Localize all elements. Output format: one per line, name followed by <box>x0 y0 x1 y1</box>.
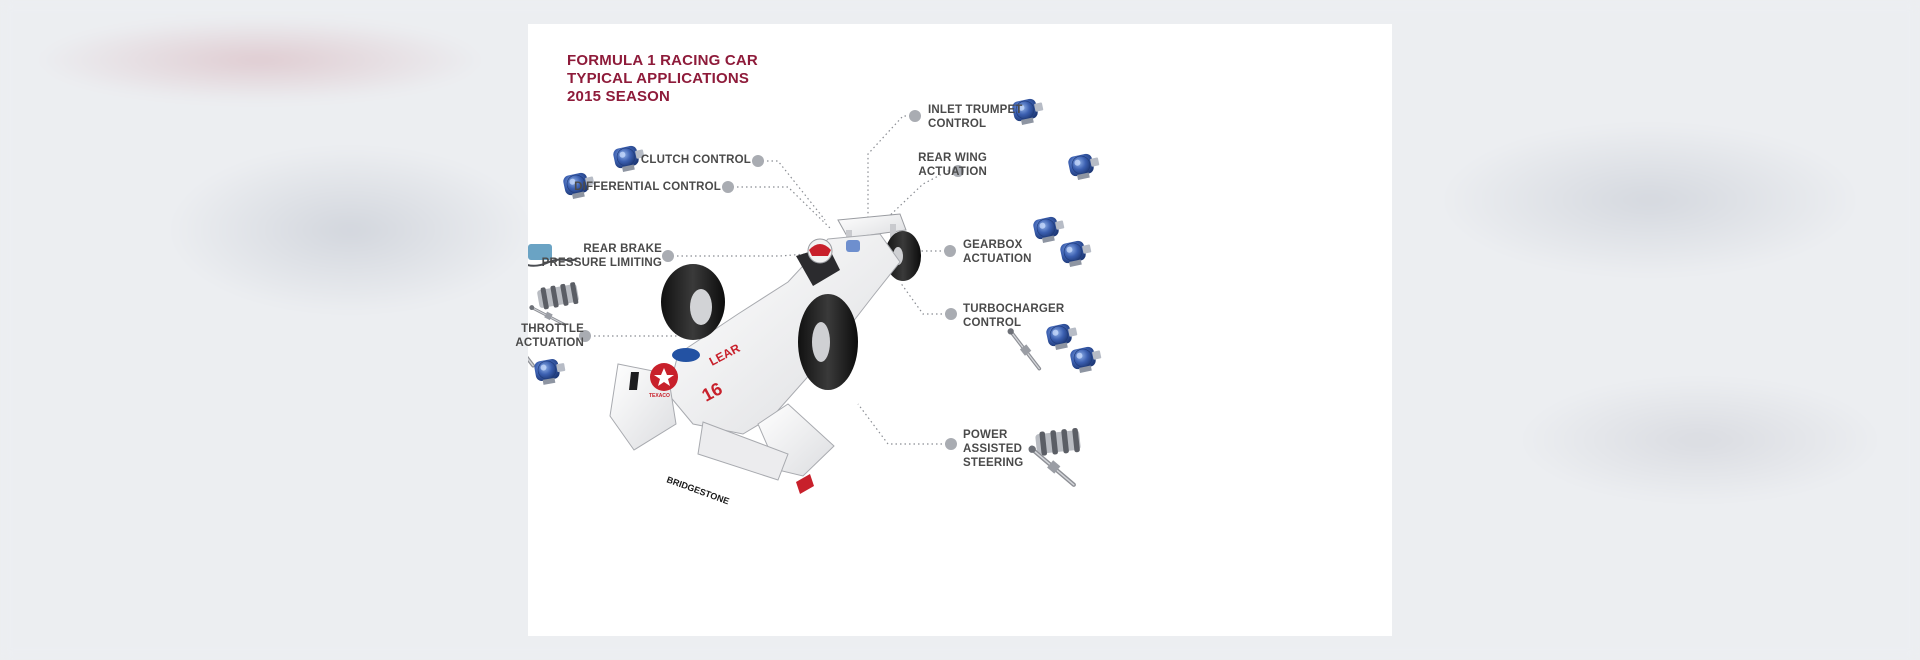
turbo-rod-icon <box>997 325 1051 371</box>
label-gearbox-actuation: GEARBOX ACTUATION <box>963 239 1032 265</box>
diagram-panel: 16 LEAR BRIDGESTONE TEXACO FORMULA 1 RAC… <box>515 24 1392 636</box>
title-line-3: 2015 SEASON <box>567 88 671 105</box>
title-line-1: FORMULA 1 RACING CAR <box>567 52 758 69</box>
label-differential-control: DIFFERENTIAL CONTROL <box>574 181 721 193</box>
label-clutch-control: CLUTCH CONTROL <box>640 154 751 166</box>
servo-valve-rear-wing-icon <box>1066 150 1103 182</box>
label-turbocharger-control: TURBOCHARGER CONTROL <box>963 303 1065 329</box>
label-rear-wing-actuation: REAR WING ACTUATION <box>918 152 987 178</box>
diagram-graphics: 16 LEAR BRIDGESTONE TEXACO <box>528 95 1105 506</box>
label-rear-brake-pressure-limiting: REAR BRAKE PRESSURE LIMITING <box>541 243 662 269</box>
servo-valve-gearbox-2-icon <box>1058 237 1095 269</box>
steering-actuator-icon <box>1024 427 1082 485</box>
label-power-assisted-steering: POWER ASSISTED STEERING <box>963 429 1024 469</box>
label-inlet-trumpet-control: INLET TRUMPET CONTROL <box>928 104 1023 130</box>
car-fuel-brand: TEXACO <box>649 393 670 399</box>
brake-valve-assembly-icon <box>528 244 580 329</box>
label-throttle-actuation: THROTTLE ACTUATION <box>515 323 584 349</box>
label-dots <box>579 110 964 450</box>
f1-car-illustration <box>609 213 921 494</box>
servo-valve-turbo-2-icon <box>1068 343 1105 375</box>
car-tyre-brand: BRIDGESTONE <box>665 474 730 506</box>
title-line-2: TYPICAL APPLICATIONS <box>567 70 750 87</box>
servo-valve-gearbox-1-icon <box>1031 213 1068 245</box>
servo-valve-throttle-icon <box>532 356 568 387</box>
